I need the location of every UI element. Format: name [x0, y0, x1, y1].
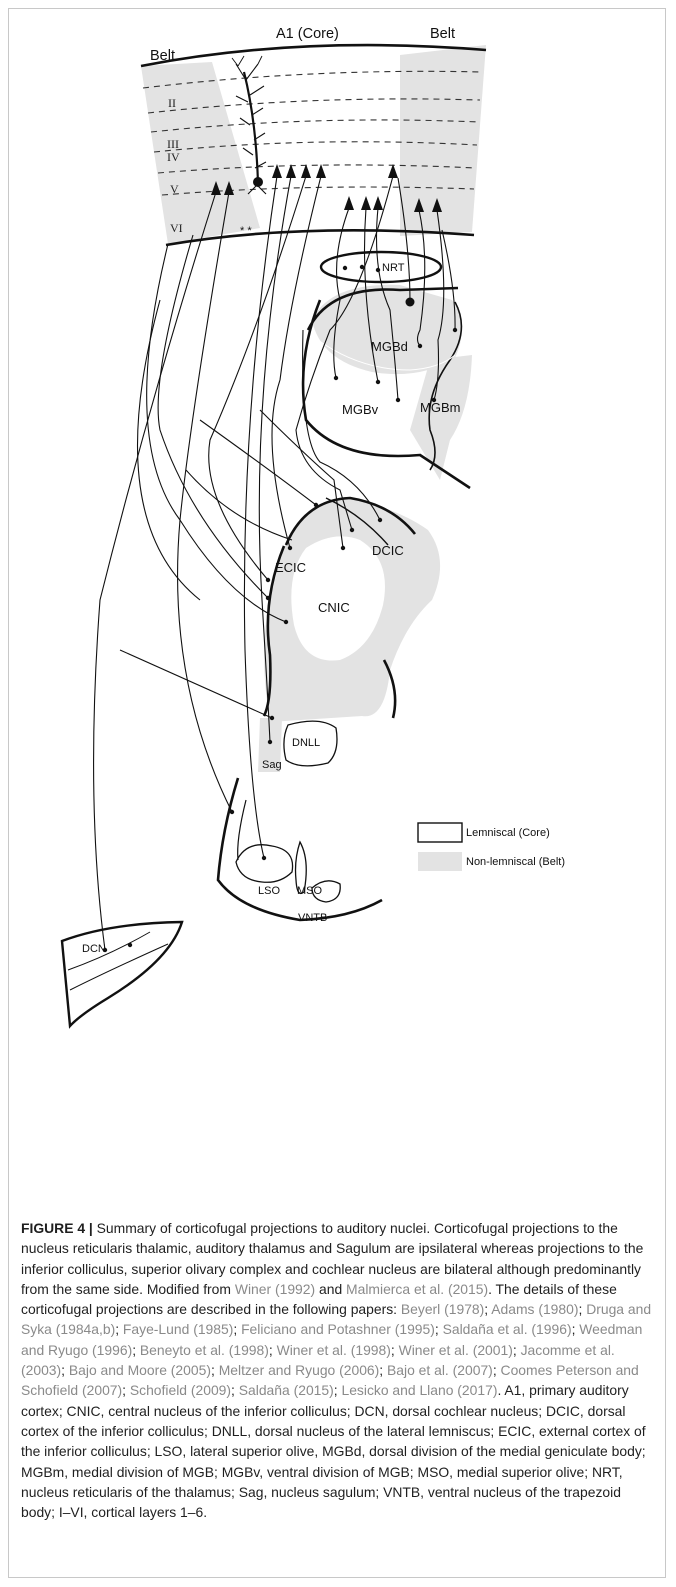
cochlear-nucleus: DCN — [62, 922, 182, 1026]
label-vntb: VNTB — [298, 912, 327, 924]
reference-link[interactable]: Winer et al. (1998) — [277, 1342, 391, 1358]
legend-swatch-non-lemniscal — [418, 852, 462, 871]
dcn-inner-lines — [68, 932, 168, 990]
separator: ; — [493, 1362, 501, 1378]
legend-label-non-lemniscal: Non-lemniscal (Belt) — [466, 856, 565, 868]
reference-link[interactable]: Winer et al. (2001) — [399, 1342, 513, 1358]
separator: ; — [233, 1321, 241, 1337]
reference-link[interactable]: Beneyto et al. (1998) — [140, 1342, 269, 1358]
label-stars: * * — [240, 225, 252, 237]
separator: ; — [391, 1342, 399, 1358]
reference-link[interactable]: Meltzer and Ryugo (2006) — [219, 1362, 380, 1378]
legend: Lemniscal (Core) Non-lemniscal (Belt) — [418, 823, 565, 871]
separator: ; — [122, 1382, 130, 1398]
label-mgbv: MGBv — [342, 402, 379, 417]
label-mgbm: MGBm — [420, 400, 460, 415]
brainstem-outline — [218, 778, 382, 920]
label-lso: LSO — [258, 885, 280, 897]
separator: ; — [379, 1362, 387, 1378]
reference-link[interactable]: Feliciano and Potashner (1995) — [241, 1321, 435, 1337]
reference-link[interactable]: Winer (1992) — [235, 1281, 315, 1297]
label-belt-right: Belt — [430, 26, 455, 42]
figure-label: FIGURE 4 | — [21, 1220, 93, 1236]
reference-link[interactable]: Lesicko and Llano (2017) — [341, 1382, 497, 1398]
reference-link[interactable]: Bajo and Moore (2005) — [69, 1362, 211, 1378]
belt-region-right — [400, 45, 486, 236]
label-layer-iv: IV — [167, 150, 180, 164]
label-layer-iii: III — [167, 137, 179, 151]
thalamus: NRT MGBd MGBm MGBv — [303, 252, 472, 488]
lso-outline — [236, 845, 293, 883]
separator: ; — [513, 1342, 521, 1358]
legend-swatch-lemniscal — [418, 823, 462, 842]
legend-label-lemniscal: Lemniscal (Core) — [466, 827, 550, 839]
reference-link[interactable]: Saldaña (2015) — [239, 1382, 334, 1398]
label-dnll: DNLL — [292, 737, 320, 749]
lateral-lemniscus: DNLL Sag — [258, 718, 337, 772]
label-dcn: DCN — [82, 943, 106, 955]
corticofugal-diagram: A1 (Core) Belt Belt II III IV V VI * * — [0, 0, 676, 1200]
reference-link[interactable]: Malmierca et al. (2015) — [346, 1281, 488, 1297]
label-nrt: NRT — [382, 262, 405, 274]
reference-link[interactable]: Schofield (2009) — [130, 1382, 231, 1398]
superior-olivary-complex: LSO MSO VNTB — [218, 778, 382, 924]
separator: ; — [132, 1342, 140, 1358]
label-belt-left: Belt — [150, 48, 175, 64]
label-mso: MSO — [297, 885, 323, 897]
nrt-outline — [321, 252, 441, 282]
separator: ; — [211, 1362, 219, 1378]
separator: ; — [435, 1321, 443, 1337]
label-sag: Sag — [262, 759, 282, 771]
reference-link[interactable]: Beyerl (1978) — [401, 1301, 484, 1317]
label-layer-vi: VI — [170, 221, 183, 235]
reference-link[interactable]: Saldaña et al. (1996) — [443, 1321, 572, 1337]
separator: ; — [61, 1362, 69, 1378]
separator: ; — [269, 1342, 277, 1358]
dcn-outline — [62, 922, 182, 1026]
separator: ; — [115, 1321, 123, 1337]
belt-region-left — [141, 62, 260, 244]
caption-text: . A1, primary auditory cortex; CNIC, cen… — [21, 1382, 646, 1520]
caption-text: and — [315, 1281, 346, 1297]
label-mgbd: MGBd — [371, 339, 408, 354]
reference-link[interactable]: Adams (1980) — [491, 1301, 578, 1317]
label-dcic: DCIC — [372, 543, 404, 558]
separator: ; — [231, 1382, 239, 1398]
label-a1-core: A1 (Core) — [276, 26, 339, 42]
label-layer-v: V — [170, 182, 179, 196]
label-layer-ii: II — [168, 96, 176, 110]
label-cnic: CNIC — [318, 600, 350, 615]
auditory-cortex: A1 (Core) Belt Belt II III IV V VI * * — [141, 26, 486, 245]
reference-link[interactable]: Faye-Lund (1985) — [123, 1321, 233, 1337]
label-ecic: ECIC — [275, 560, 306, 575]
figure-caption: FIGURE 4 | Summary of corticofugal proje… — [21, 1218, 657, 1522]
reference-link[interactable]: Bajo et al. (2007) — [387, 1362, 493, 1378]
